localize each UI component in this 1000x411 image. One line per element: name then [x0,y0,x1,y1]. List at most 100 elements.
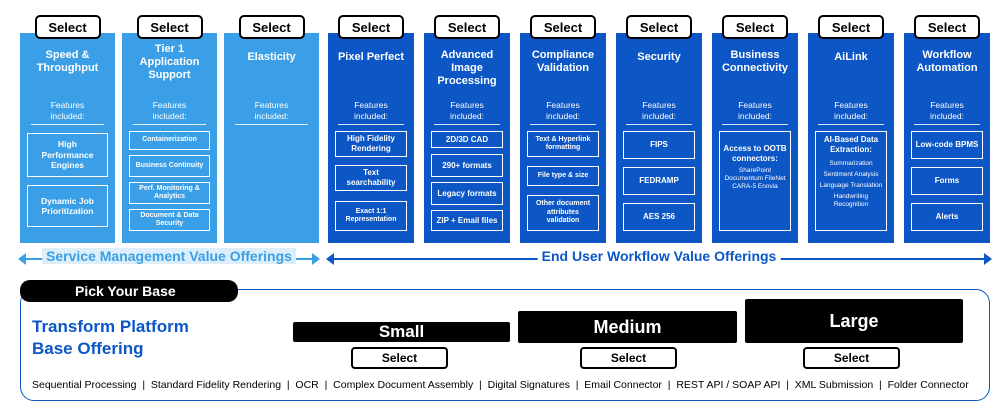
feature-box: High Performance Engines [27,133,108,177]
offering-pixel-perfect: Select Pixel Perfect Features included: … [328,0,414,243]
feature-box: Containerization [129,131,210,150]
connectors-heading: Access to OOTB connectors: [723,144,787,163]
feature-box: Low-code BPMS [911,131,983,159]
arrow-left-icon [326,253,334,265]
select-button-advanced-image[interactable]: Select [434,15,500,39]
size-medium-label: Medium [518,311,737,343]
offering-tier1-application-support: Select Tier 1 Application Support Featur… [122,0,217,243]
feature-box: High Fidelity Rendering [335,131,407,157]
offering-panel: Security Features included: FIPS FEDRAMP… [616,33,702,243]
offering-title: Compliance Validation [531,49,595,74]
divider [530,124,596,125]
divider [133,124,206,125]
offering-ailink: Select AiLink Features included: AI-Base… [808,0,894,243]
offering-title: Workflow Automation [916,49,978,74]
feature-box: Other document attributes validation [527,195,599,231]
feature-box: FIPS [623,131,695,159]
offering-title: Elasticity [247,51,296,63]
divider [338,124,404,125]
offering-title: AiLink [834,51,868,63]
offering-panel: Elasticity Features included: [224,33,319,243]
service-management-label: Service Management Value Offerings [42,248,296,264]
divider [818,124,884,125]
select-small-button[interactable]: Select [351,347,448,369]
feature-box: Text & Hyperlink formatting [527,131,599,157]
offering-title: Security [637,51,681,63]
offering-panel: Speed & Throughput Features included: Hi… [20,33,115,243]
select-button-workflow-automation[interactable]: Select [914,15,980,39]
select-button-compliance[interactable]: Select [530,15,596,39]
divider [626,124,692,125]
size-small-label: Small [293,322,510,342]
feature-box: Text searchability [335,165,407,191]
offering-panel: Business Connectivity Features included:… [712,33,798,243]
arrow-left-icon [18,253,26,265]
offering-panel: Advanced Image Processing Features inclu… [424,33,510,243]
service-management-arrow: Service Management Value Offerings [18,248,320,268]
select-button-speed-throughput[interactable]: Select [34,15,101,39]
feature-box: Perf. Monitoring & Analytics [129,182,210,204]
select-button-business-connectivity[interactable]: Select [722,15,788,39]
select-button-ailink[interactable]: Select [818,15,884,39]
feature-box: 290+ formats [431,154,503,177]
offering-security: Select Security Features included: FIPS … [616,0,702,243]
select-button-security[interactable]: Select [626,15,692,39]
divider [31,124,104,125]
feature-box: Business Continuity [129,155,210,177]
features-included-label: Features included: [254,100,289,121]
feature-box: AI-Based Data Extraction: Summarization … [815,131,887,231]
divider [722,124,788,125]
arrow-right-icon [312,253,320,265]
offering-panel: Tier 1 Application Support Features incl… [122,33,217,243]
offering-business-connectivity: Select Business Connectivity Features in… [712,0,798,243]
divider [235,124,308,125]
base-offering-title: Transform Platform Base Offering [32,317,189,358]
extraction-item: Handwriting Recognition [833,193,869,208]
select-button-tier1[interactable]: Select [136,15,203,39]
extraction-heading: AI-Based Data Extraction: [823,135,879,154]
feature-box: AES 256 [623,203,695,231]
offering-panel: Workflow Automation Features included: L… [904,33,990,243]
features-included-label: Features included: [545,100,581,121]
features-included-label: Features included: [833,100,869,121]
select-large-button[interactable]: Select [803,347,900,369]
pick-your-base-tab: Pick Your Base [20,280,238,302]
feature-box: ZIP + Email files [431,210,503,231]
base-features-list: Sequential Processing | Standard Fidelit… [32,379,969,391]
offering-title: Pixel Perfect [337,51,405,63]
feature-box: Exact 1:1 Representation [335,201,407,231]
offering-workflow-automation: Select Workflow Automation Features incl… [904,0,990,243]
end-user-workflow-label: End User Workflow Value Offerings [537,248,781,264]
divider [434,124,500,125]
feature-box: File type & size [527,166,599,186]
connectors-list: SharePoint Documentum FileNet CARA-5 Eno… [724,167,786,190]
divider [914,124,980,125]
offering-elasticity: Select Elasticity Features included: [224,0,319,243]
features-included-label: Features included: [50,100,85,121]
offering-advanced-image-processing: Select Advanced Image Processing Feature… [424,0,510,243]
offering-title: Tier 1 Application Support [139,43,200,81]
features-included-label: Features included: [929,100,965,121]
extraction-item: Sentiment Analysis [823,171,879,178]
select-medium-button[interactable]: Select [580,347,677,369]
feature-box: Document & Data Security [129,209,210,231]
base-offering-panel [20,289,990,401]
extraction-item: Summarization [829,160,873,167]
select-button-elasticity[interactable]: Select [238,15,305,39]
features-included-label: Features included: [449,100,485,121]
select-button-pixel-perfect[interactable]: Select [338,15,404,39]
features-included-label: Features included: [152,100,187,121]
offering-title: Speed & Throughput [36,49,99,74]
feature-box: Alerts [911,203,983,231]
offering-title: Business Connectivity [721,49,788,74]
feature-box: Access to OOTB connectors: SharePoint Do… [719,131,791,231]
offering-panel: Compliance Validation Features included:… [520,33,606,243]
features-included-label: Features included: [353,100,389,121]
feature-box: Legacy formats [431,182,503,205]
end-user-workflow-arrow: End User Workflow Value Offerings [326,248,992,268]
feature-box: Forms [911,167,983,195]
offering-compliance-validation: Select Compliance Validation Features in… [520,0,606,243]
feature-box: FEDRAMP [623,167,695,195]
arrow-right-icon [984,253,992,265]
feature-box: Dynamic Job Prioritization [27,185,108,227]
